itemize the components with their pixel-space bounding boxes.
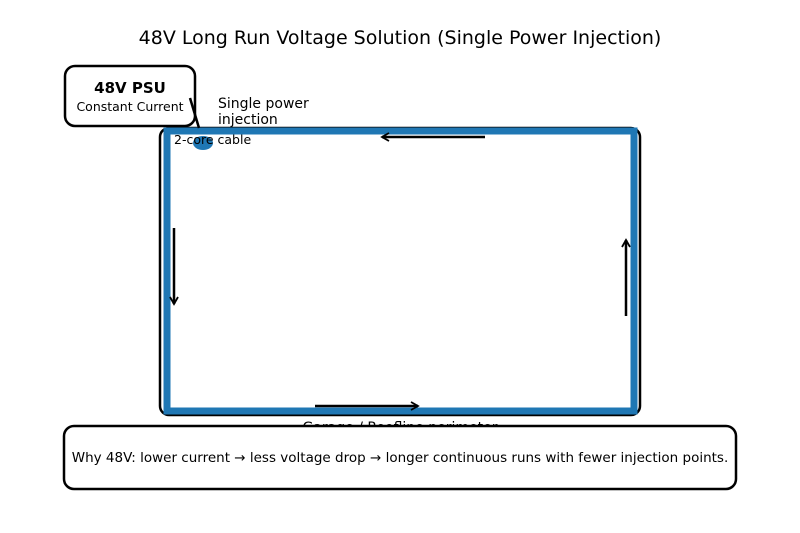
note-text: Why 48V: lower current → less voltage dr…	[72, 450, 729, 466]
injection-label-line2: injection	[218, 112, 278, 128]
diagram-title: 48V Long Run Voltage Solution (Single Po…	[139, 27, 662, 49]
psu-label: 48V PSU	[94, 79, 166, 97]
psu-box: 48V PSU Constant Current	[63, 64, 197, 128]
cable-line	[188, 97, 201, 129]
note-box: Why 48V: lower current → less voltage dr…	[62, 424, 738, 491]
injection-point	[193, 136, 213, 150]
injection-label-line1: Single power	[218, 96, 309, 112]
psu-mode: Constant Current	[76, 99, 183, 114]
led-strip	[163, 127, 638, 415]
cable-label: 2-core cable	[174, 132, 251, 147]
perimeter-outline	[158, 126, 642, 417]
